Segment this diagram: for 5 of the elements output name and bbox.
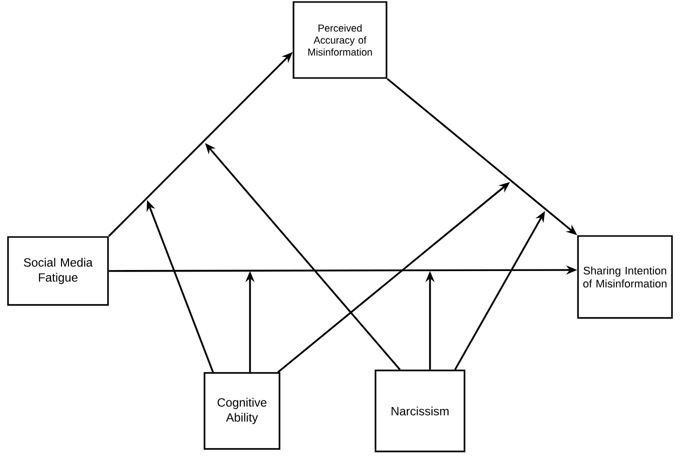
- text-box: Sharing Intention of Misinformation: [577, 235, 673, 319]
- text-box: Narcissism: [374, 370, 466, 452]
- text-box: Perceived Accuracy of Misinformation: [292, 1, 388, 79]
- text-box: Cognitive Ability: [204, 372, 280, 450]
- text-box: Social Media Fatigue: [7, 236, 109, 306]
